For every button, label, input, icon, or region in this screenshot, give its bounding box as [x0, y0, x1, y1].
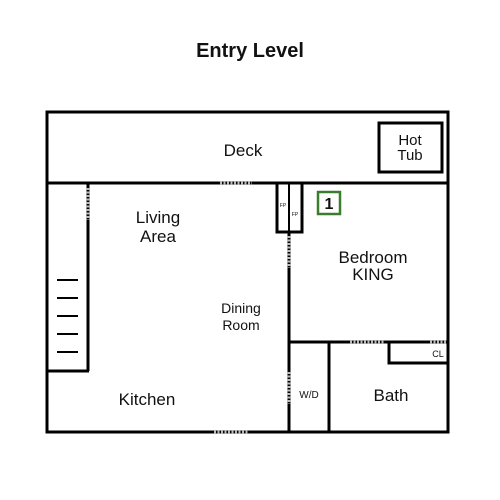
- dining-room-label-line2: Room: [222, 317, 259, 333]
- kitchen-label: Kitchen: [119, 390, 176, 409]
- dining-room-label-line1: Dining: [221, 300, 261, 316]
- door-openings: [86, 181, 447, 434]
- hot-tub-label-line2: Tub: [397, 147, 422, 164]
- living-area-label-line1: Living: [136, 208, 180, 227]
- bath-label: Bath: [374, 386, 409, 405]
- bedroom-label-line2: KING: [352, 265, 394, 284]
- closet-label: CL: [432, 349, 444, 359]
- page-title: Entry Level: [196, 40, 304, 62]
- badge-border: [316, 190, 342, 216]
- badge-number: 1: [325, 196, 334, 213]
- hot-tub-label-line1: Hot: [398, 132, 422, 149]
- fireplace-label-a: FP: [280, 203, 287, 209]
- bedroom-label-line1: Bedroom: [339, 248, 408, 267]
- living-area-label-line2: Area: [140, 227, 176, 246]
- deck-label: Deck: [224, 141, 263, 160]
- washer-dryer-label: W/D: [299, 390, 318, 401]
- room-number-badge: 1: [316, 190, 342, 216]
- hot-tub: [377, 121, 444, 174]
- fireplace-label-b: FP: [292, 212, 299, 218]
- stair-treads: [57, 279, 78, 353]
- closet: [387, 340, 450, 365]
